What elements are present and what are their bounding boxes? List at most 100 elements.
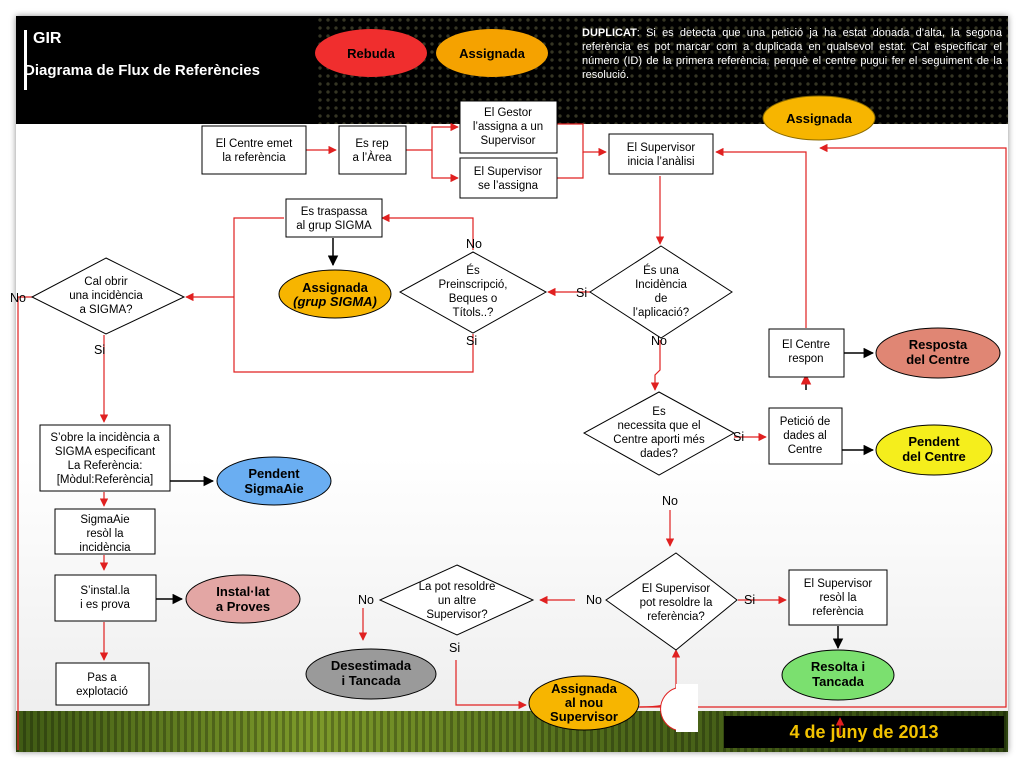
label-si-aplicacio: Si [576, 286, 587, 300]
label-si-dades: Si [733, 430, 744, 444]
state-resolta: Resolta i Tancada [781, 649, 895, 701]
label-no-obrir: No [10, 291, 26, 305]
state-rebuda-label: Rebuda [347, 46, 395, 61]
label-si-preinscripcio: Si [466, 334, 477, 348]
box-peticio-dades-l3: Centre [788, 444, 823, 456]
duplicate-note: DUPLICAT: Si es detecta que una petició … [582, 26, 1002, 82]
state-assignada-right-label: Assignada [786, 111, 853, 126]
dec-preins-l2: Preinscripció, [438, 279, 507, 291]
label-no-aplicacio: No [651, 334, 667, 348]
dec-resoldre-l3: referència? [647, 611, 705, 623]
label-no-resoldre: No [586, 593, 602, 607]
state-pendent-sigma: Pendent SigmaAie [216, 456, 332, 506]
box-gestor-l1: El Gestor [484, 107, 532, 119]
box-centre-respon: El Centre respon [768, 328, 845, 378]
box-explotacio-l2: explotació [76, 686, 128, 698]
branch-labels: No Si Si No No Si Si No Si No No Si [10, 237, 755, 655]
state-resposta-label-1: Resposta [909, 337, 968, 352]
dec-obrir-l3: a SIGMA? [79, 304, 132, 316]
state-pendent-sigma-label-1: Pendent [248, 466, 300, 481]
state-rebuda: Rebuda [315, 29, 427, 77]
state-nou-label-2: al nou [565, 695, 603, 710]
box-sigma-resol-l2: resòl la [86, 528, 124, 540]
box-instal: S’instal.la i es prova [54, 574, 157, 622]
box-centre-emet-l2: la referència [222, 152, 286, 164]
state-pendent-centre: Pendent del Centre [875, 424, 993, 476]
dec-obrir-l1: Cal obrir [84, 276, 128, 288]
dec-preins-l4: Títols..? [453, 307, 494, 319]
state-assignada-top-label: Assignada [459, 46, 526, 61]
decision-pot-resoldre: El Supervisor pot resoldre la referència… [605, 552, 738, 651]
black-connectors [156, 238, 875, 650]
state-sigma-label-2: (grup SIGMA) [293, 294, 377, 309]
note-text: : Si es detecta que una petició ja ha es… [582, 27, 1002, 81]
box-es-rep: Es rep a l’Àrea [338, 125, 407, 175]
box-inicia-l1: El Supervisor [627, 142, 696, 154]
header-texture [316, 16, 1008, 124]
box-centre-respon-l2: respon [788, 353, 823, 365]
dec-dades-l1: Es [652, 406, 666, 418]
dec-dades-l4: dades? [640, 448, 678, 460]
box-gestor-l2: l’assigna a un [473, 121, 543, 133]
page-subtitle: Diagrama de Flux de Referències [24, 62, 260, 79]
decision-incidencia-aplicacio: És una Incidència de l’aplicació? [589, 245, 733, 339]
state-nou-label-1: Assignada [551, 681, 618, 696]
box-traspassa-l1: Es traspassa [301, 206, 368, 218]
box-explotacio-l1: Pas a [87, 672, 117, 684]
box-sigma-resol-l3: incidència [79, 542, 131, 554]
label-si-obrir: Si [94, 343, 105, 357]
box-es-rep-l2: a l’Àrea [353, 151, 393, 164]
state-instal-label-1: Instal·lat [216, 584, 270, 599]
dec-obrir-l2: una incidència [69, 290, 143, 302]
box-supervisor-assigna-l1: El Supervisor [474, 166, 543, 178]
dec-dades-l3: Centre aporti més [613, 434, 705, 446]
box-sigma-resol-l1: SigmaAie [80, 514, 129, 526]
footer-date: 4 de juny de 2013 [789, 722, 939, 742]
state-instal-proves: Instal·lat a Proves [185, 574, 301, 624]
box-gestor-l3: Supervisor [481, 135, 536, 147]
state-resposta: Resposta del Centre [875, 327, 1001, 379]
state-sigma: Assignada (grup SIGMA) [278, 269, 392, 319]
dec-altre-l2: un altre [438, 595, 476, 607]
box-centre-emet: El Centre emet la referència [201, 125, 307, 175]
state-desestimada-label-2: i Tancada [341, 673, 401, 688]
box-inicia: El Supervisor inicia l’anàlisi [608, 133, 714, 175]
state-instal-label-2: a Proves [216, 599, 270, 614]
label-si-resoldre: Si [744, 593, 755, 607]
state-desestimada-label-1: Desestimada [331, 658, 412, 673]
box-centre-respon-l1: El Centre [782, 339, 830, 351]
decision-preinscripcio: És Preinscripció, Beques o Títols..? [398, 251, 548, 334]
box-explotacio: Pas a explotació [55, 662, 150, 706]
date-box [724, 716, 1004, 748]
label-no-altre: No [358, 593, 374, 607]
box-traspassa-l2: al grup SIGMA [296, 220, 372, 232]
box-instal-l2: i es prova [80, 599, 130, 611]
box-instal-l1: S’instal.la [80, 585, 130, 597]
dec-preins-l3: Beques o [449, 293, 498, 305]
box-sigma-resol: SigmaAie resòl la incidència [54, 508, 156, 555]
state-resposta-label-2: del Centre [906, 352, 970, 367]
dec-altre-l3: Supervisor? [426, 609, 487, 621]
label-si-altre: Si [449, 641, 460, 655]
state-resolta-label-1: Resolta i [811, 659, 865, 674]
box-supervisor-resol-l2: resòl la [819, 592, 857, 604]
box-peticio-dades: Petició de dades al Centre [768, 407, 843, 465]
state-assignada-top: Assignada [436, 29, 548, 77]
dec-aplicacio-l1: És una [643, 264, 679, 277]
decision-obrir-sigma: Cal obrir una incidència a SIGMA? [30, 257, 186, 335]
box-supervisor-assigna-l2: se l’assigna [478, 180, 539, 192]
state-pendent-centre-label-2: del Centre [902, 449, 966, 464]
state-pendent-sigma-label-2: SigmaAie [244, 481, 303, 496]
state-assignada-right: Assignada [762, 95, 876, 141]
dec-aplicacio-l2: Incidència [635, 279, 687, 291]
label-no-dades: No [662, 494, 678, 508]
box-obre-sigma-l3: La Referència: [68, 460, 143, 472]
decision-altre-supervisor: La pot resoldre un altre Supervisor? [378, 564, 535, 636]
decision-aporti-dades: Es necessita que el Centre aporti més da… [582, 391, 736, 476]
state-resolta-label-2: Tancada [812, 674, 865, 689]
dec-altre-l1: La pot resoldre [419, 581, 496, 593]
box-inicia-l2: inicia l’anàlisi [627, 156, 694, 168]
box-obre-sigma-l2: SIGMA especificant [55, 446, 156, 458]
dec-resoldre-l1: El Supervisor [642, 583, 711, 595]
